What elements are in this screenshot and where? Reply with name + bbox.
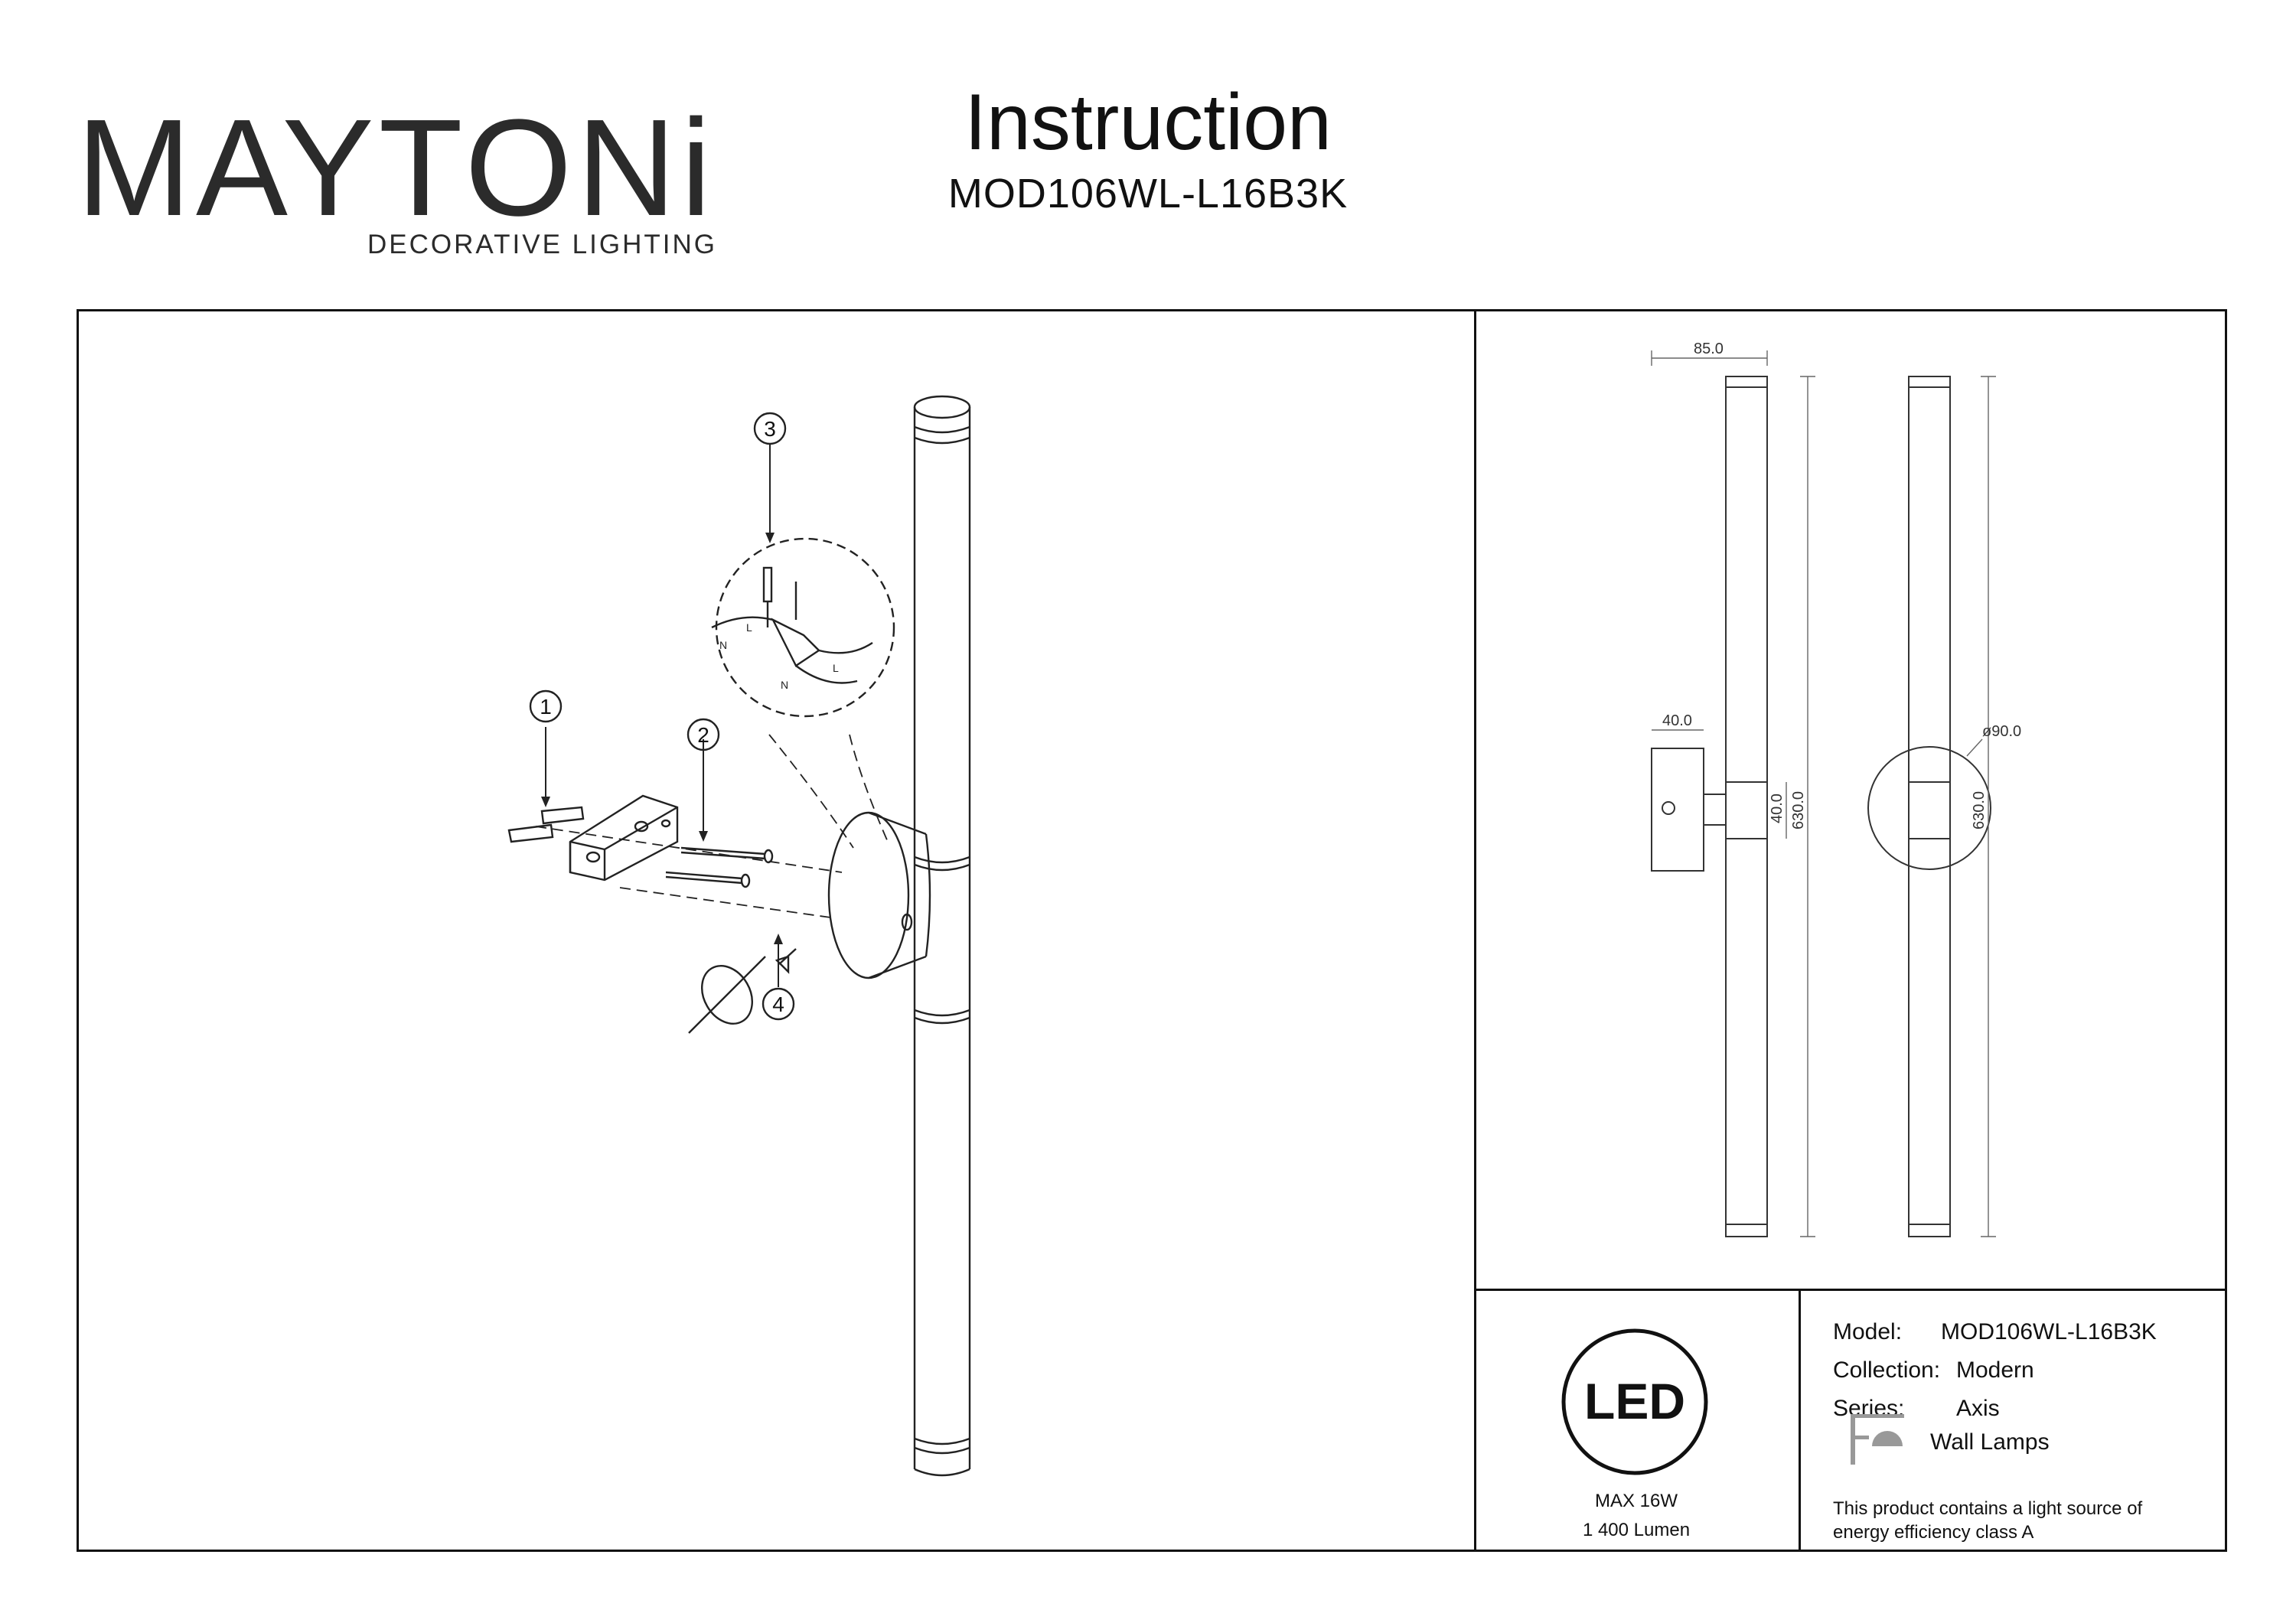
- step-3-label: 3: [764, 417, 776, 441]
- model-label: Model:: [1833, 1319, 1903, 1344]
- mounting-bracket: [569, 794, 679, 882]
- assembly-drawing: 1 2 3 4 L N L N: [507, 395, 971, 1477]
- wire-label-n2: N: [781, 679, 788, 691]
- collection-value: Modern: [1956, 1357, 2034, 1383]
- panel-divider-vertical: [1474, 309, 1476, 1552]
- page-title: Instruction: [964, 78, 1332, 167]
- instruction-frame: [77, 309, 2227, 1552]
- type-value: Wall Lamps: [1930, 1429, 2050, 1455]
- dim-side-depth: 40.0: [1662, 712, 1692, 729]
- lumen-rating: 1 400 Lumen: [1582, 1520, 1691, 1540]
- wall-lamp-icon: [1851, 1414, 1904, 1465]
- collection-label: Collection:: [1833, 1357, 1941, 1383]
- model-value: MOD106WL-L16B3K: [1941, 1319, 2157, 1344]
- side-view-tube: [1725, 376, 1768, 1237]
- wiring-detail: [711, 537, 895, 718]
- wall-plugs: [507, 806, 585, 843]
- led-badge-text: LED: [1584, 1373, 1685, 1429]
- brand-wordmark: MAYTONi: [77, 91, 716, 245]
- model-heading: MOD106WL-L16B3K: [947, 171, 1349, 217]
- energy-note: This product contains a light source of …: [1833, 1498, 2143, 1543]
- front-view-base: [1867, 746, 1991, 870]
- screws: [665, 846, 774, 888]
- wire-label-n1: N: [719, 639, 727, 651]
- dim-overall-height-side: 630.0: [1790, 791, 1807, 829]
- step-2-label: 2: [697, 723, 709, 747]
- dim-front-width: 85.0: [1694, 341, 1724, 357]
- dim-mount-height: 40.0: [1769, 794, 1786, 823]
- led-badge: LED: [1561, 1328, 1708, 1475]
- light-tube: [913, 395, 971, 1477]
- power-rating: MAX 16W: [1594, 1491, 1678, 1511]
- rotation-hint: [688, 948, 797, 1034]
- wire-label-l2: L: [833, 662, 839, 674]
- wire-label-l1: L: [746, 621, 752, 634]
- dim-base-diameter: ø90.0: [1982, 723, 2021, 740]
- panel-divider-horizontal: [1474, 1289, 2227, 1291]
- dimension-drawing: 85.0 40.0 ø90.0 40.0 630.0 630.0: [1651, 341, 2021, 1237]
- dim-overall-height-front: 630.0: [1971, 791, 1988, 829]
- spec-divider: [1799, 1289, 1801, 1552]
- round-base: [827, 811, 931, 979]
- step-1-label: 1: [540, 695, 552, 719]
- side-view-base: [1651, 748, 1704, 872]
- step-4-label: 4: [772, 992, 784, 1016]
- brand-logo: MAYTONi DECORATIVE LIGHTING: [77, 92, 715, 268]
- series-value: Axis: [1956, 1396, 2000, 1421]
- front-view-tube: [1908, 376, 1951, 1237]
- brand-tagline: DECORATIVE LIGHTING: [367, 230, 717, 259]
